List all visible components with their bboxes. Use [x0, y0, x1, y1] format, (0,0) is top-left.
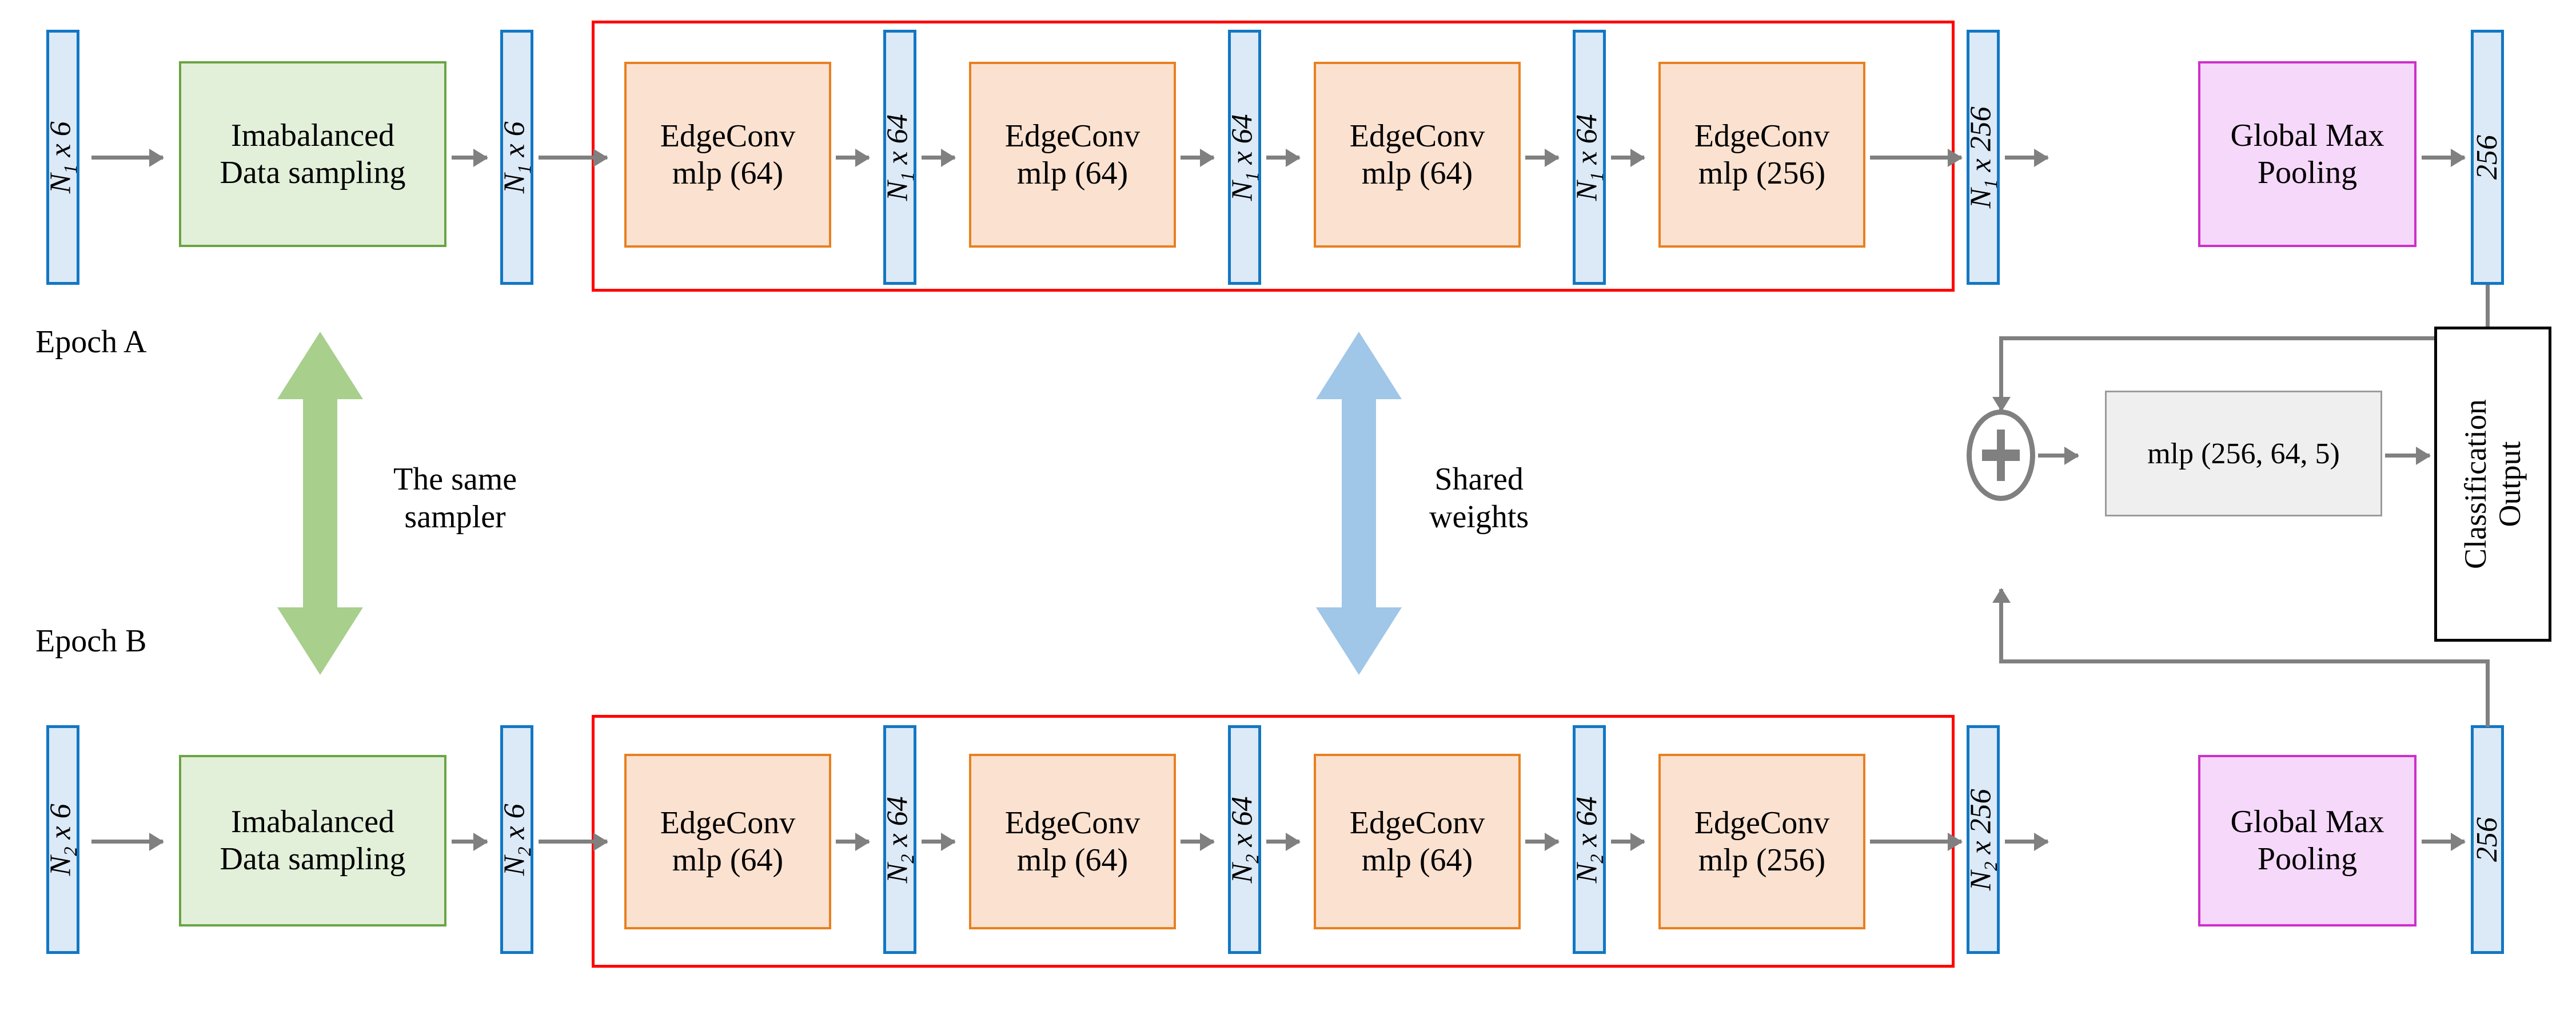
arrow-b-tensor4-to-pooling [2005, 840, 2048, 844]
classification-output-label: Classification Output [2458, 399, 2527, 569]
edgeconv-block-a-3[interactable]: EdgeConv mlp (64) [1314, 62, 1521, 248]
tensor-b-feature[interactable]: 256 [2471, 725, 2504, 954]
arrow-b-edgeconv1-to-tensor [836, 840, 869, 844]
arrow-b-tensor3-to-edgeconv4 [1611, 840, 1644, 844]
arrow-a-edgeconv3-to-tensor [1525, 156, 1558, 160]
edgeconv-block-b-4[interactable]: EdgeConv mlp (256) [1658, 754, 1865, 929]
sum-node[interactable] [1967, 409, 2035, 501]
arrow-b-sampling-to-tensor [452, 840, 487, 844]
tensor-a-out-3-label: N1 x 64 [1570, 114, 1608, 201]
tensor-a-out-4-label: N1 x 256 [1964, 106, 2001, 208]
edgeconv-block-a-4[interactable]: EdgeConv mlp (256) [1658, 62, 1865, 248]
tensor-a-out-3[interactable]: N1 x 64 [1570, 30, 1608, 285]
arrow-a-tensor4-to-pooling [2005, 156, 2048, 160]
arrow-a-edgeconv2-to-tensor [1181, 156, 1214, 160]
tensor-b-sampled[interactable]: N2 x 6 [498, 725, 535, 954]
tensor-b-out-3-label: N2 x 64 [1570, 796, 1608, 883]
tensor-a-out-4[interactable]: N1 x 256 [1964, 30, 2001, 285]
arrow-a-edgeconv1-to-tensor [836, 156, 869, 160]
tensor-a-input[interactable]: N1 x 6 [44, 30, 81, 285]
classification-output-block[interactable]: Classification Output [2434, 327, 2551, 642]
sampling-block-a-label: Imabalanced Data sampling [220, 117, 406, 190]
arrow-a-tensor2-to-edgeconv3 [1266, 156, 1299, 160]
arrow-a-edgeconv4-to-tensor [1870, 156, 1961, 160]
edgeconv-block-a-1-label: EdgeConv mlp (64) [660, 118, 796, 191]
tensor-a-out-2[interactable]: N1 x 64 [1226, 30, 1263, 285]
edgeconv-block-a-1[interactable]: EdgeConv mlp (64) [624, 62, 831, 248]
edgeconv-block-b-2[interactable]: EdgeConv mlp (64) [969, 754, 1176, 929]
arrow-b-edgeconv3-to-tensor [1525, 840, 1558, 844]
arrow-b-edgeconv4-to-tensor [1870, 840, 1961, 844]
tensor-a-out-2-label: N1 x 64 [1226, 114, 1263, 201]
mlp-head-label: mlp (256, 64, 5) [2147, 437, 2340, 470]
arrow-b-tensor2-to-edgeconv3 [1266, 840, 1299, 844]
arrow-b-tensor-to-edgeconv-1 [539, 840, 607, 844]
arrow-a-input-to-sampling [91, 156, 163, 160]
tensor-a-sampled-label: N1 x 6 [498, 121, 535, 193]
tensor-b-out-2-label: N2 x 64 [1226, 796, 1263, 883]
arrow-mlp-to-output [2385, 454, 2430, 458]
tensor-b-out-1[interactable]: N2 x 64 [881, 725, 918, 954]
plus-icon-vertical [1996, 429, 2005, 482]
tensor-a-sampled[interactable]: N1 x 6 [498, 30, 535, 285]
arrow-a-tensor-to-edgeconv-1 [539, 156, 607, 160]
tensor-b-out-1-label: N2 x 64 [881, 796, 918, 883]
arrow-b-input-to-sampling [91, 840, 163, 844]
edgeconv-block-b-3-label: EdgeConv mlp (64) [1349, 805, 1485, 878]
arrow-b-tensor1-to-edgeconv2 [922, 840, 955, 844]
edgeconv-block-b-3[interactable]: EdgeConv mlp (64) [1314, 754, 1521, 929]
mlp-head-block[interactable]: mlp (256, 64, 5) [2105, 391, 2382, 516]
same-sampler-arrow [274, 332, 366, 675]
edgeconv-block-b-4-label: EdgeConv mlp (256) [1694, 805, 1830, 878]
arrow-a-tensor1-to-edgeconv2 [922, 156, 955, 160]
tensor-a-out-1[interactable]: N1 x 64 [881, 30, 918, 285]
same-sampler-label: The same sampler [393, 462, 517, 535]
edgeconv-block-a-4-label: EdgeConv mlp (256) [1694, 118, 1830, 191]
pooling-block-a[interactable] [2198, 61, 2417, 247]
tensor-a-out-1-label: N1 x 64 [881, 114, 918, 201]
tensor-a-feature[interactable]: 256 [2471, 30, 2504, 285]
tensor-b-input-label: N2 x 6 [44, 804, 81, 876]
tensor-b-out-4-label: N2 x 256 [1964, 789, 2001, 890]
wire-b-into-sum [1999, 589, 2003, 661]
arrow-a-sampling-to-tensor [452, 156, 487, 160]
tensor-b-out-2[interactable]: N2 x 64 [1226, 725, 1263, 954]
arrow-b-edgeconv2-to-tensor [1181, 840, 1214, 844]
wire-a-feature-down [2486, 285, 2490, 340]
edgeconv-block-a-2[interactable]: EdgeConv mlp (64) [969, 62, 1176, 248]
shared-weights-arrow [1313, 332, 1405, 675]
tensor-b-out-3[interactable]: N2 x 64 [1570, 725, 1608, 954]
edgeconv-block-b-1-label: EdgeConv mlp (64) [660, 805, 796, 878]
epoch-a-label: Epoch A [35, 324, 147, 360]
shared-weights-label: Shared weights [1429, 462, 1529, 535]
arrow-a-tensor3-to-edgeconv4 [1611, 156, 1644, 160]
sampling-block-b[interactable]: Imabalanced Data sampling [179, 755, 446, 927]
edgeconv-block-a-2-label: EdgeConv mlp (64) [1004, 118, 1141, 191]
tensor-b-out-4[interactable]: N2 x 256 [1964, 725, 2001, 954]
tensor-a-input-label: N1 x 6 [44, 121, 81, 193]
sampling-block-a[interactable]: Imabalanced Data sampling [179, 61, 446, 247]
sampling-block-b-label: Imabalanced Data sampling [220, 804, 406, 877]
tensor-b-feature-label: 256 [2471, 817, 2503, 862]
wire-a-into-sum [1999, 336, 2003, 411]
tensor-a-feature-label: 256 [2471, 135, 2503, 180]
wire-b-feature-up [2486, 659, 2490, 727]
tensor-b-sampled-label: N2 x 6 [498, 804, 535, 876]
arrow-b-pooling-to-feature [2422, 840, 2465, 844]
arrow-sum-to-mlp [2038, 454, 2078, 458]
tensor-b-input[interactable]: N2 x 6 [44, 725, 81, 954]
epoch-b-label: Epoch B [35, 623, 147, 659]
wire-b-feature-left [1999, 659, 2487, 663]
edgeconv-block-a-3-label: EdgeConv mlp (64) [1349, 118, 1485, 191]
arrow-a-pooling-to-feature [2422, 156, 2465, 160]
wire-a-feature-left [1999, 336, 2487, 340]
pooling-block-b[interactable] [2198, 755, 2417, 927]
edgeconv-block-b-1[interactable]: EdgeConv mlp (64) [624, 754, 831, 929]
edgeconv-block-b-2-label: EdgeConv mlp (64) [1004, 805, 1141, 878]
